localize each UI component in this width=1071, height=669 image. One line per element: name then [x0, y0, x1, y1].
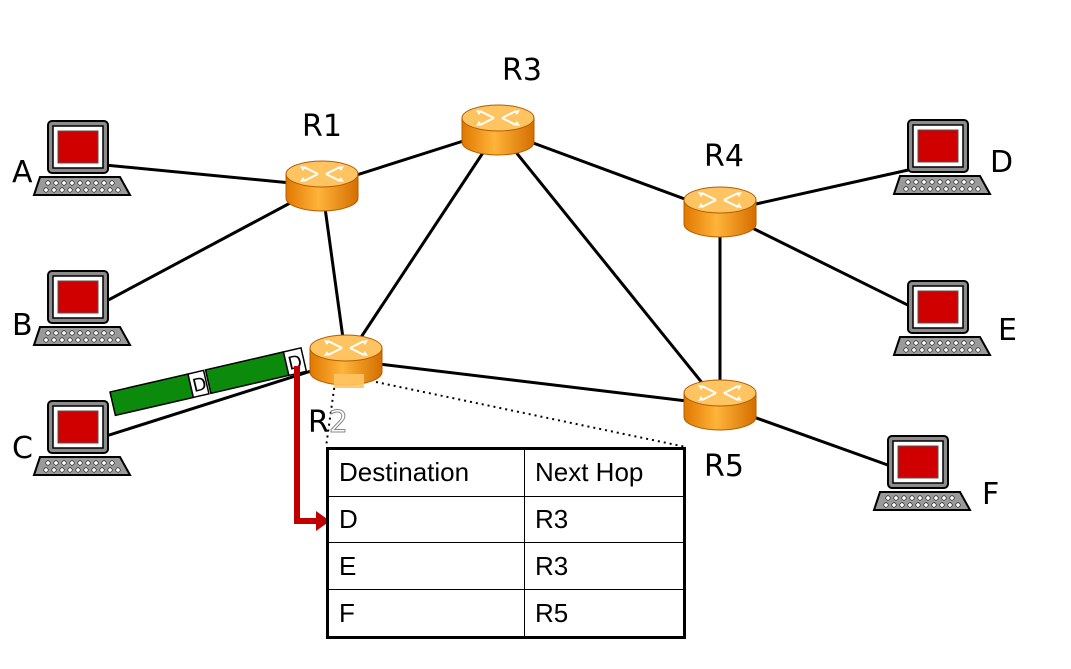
router-icon [461, 104, 535, 156]
lookup-arrow-head [316, 511, 330, 531]
router-table-highlight [334, 374, 364, 388]
host-b: B [12, 270, 131, 346]
host-e: E [893, 280, 1017, 356]
computer-icon [33, 120, 131, 196]
links-layer [83, 128, 945, 480]
host-d: D [893, 119, 1013, 195]
row-next-hop: R3 [524, 495, 685, 544]
host-label: E [998, 313, 1017, 348]
router-r5: R5 [683, 379, 757, 484]
routing-table-header: Destination Next Hop [327, 448, 685, 497]
router-r4: R4 [683, 139, 757, 238]
router-r3: R3 [461, 53, 542, 156]
host-label: F [982, 477, 999, 512]
link-r1-r2 [320, 185, 348, 361]
packet-dest-label-1: D [191, 373, 209, 397]
host-label: A [12, 155, 33, 190]
host-label: C [12, 431, 33, 466]
host-a: A [12, 120, 131, 196]
header-next-hop: Next Hop [524, 448, 685, 497]
router-icon [683, 186, 757, 238]
table-row: E R3 [327, 542, 685, 591]
header-destination: Destination [327, 448, 525, 497]
link-b-r1 [83, 184, 323, 315]
packet-header-1 [187, 369, 210, 399]
host-f: F [873, 435, 999, 512]
routing-table: Destination Next Hop D R3 E R3 F R5 [326, 447, 686, 639]
link-r2-r5 [345, 358, 721, 407]
router-r1: R1 [285, 109, 359, 212]
link-r3-r5 [496, 129, 722, 406]
computer-icon [893, 280, 991, 356]
row-next-hop: R3 [524, 542, 685, 591]
row-destination: E [327, 542, 525, 591]
host-c: C [12, 400, 131, 476]
host-label: B [12, 308, 33, 343]
row-next-hop: R5 [524, 589, 685, 638]
lookup-arrow [294, 366, 318, 524]
link-c-r2 [83, 358, 347, 445]
link-a-r1 [83, 161, 323, 188]
table-row: F R5 [327, 589, 685, 638]
link-r4-e [719, 210, 945, 325]
row-destination: D [327, 495, 525, 544]
router-icon [683, 379, 757, 431]
router-r2: R2 [308, 334, 383, 441]
router-icon [285, 160, 359, 212]
host-label: D [990, 145, 1013, 180]
router-label: R1 [302, 109, 342, 144]
callout-line-right [375, 381, 687, 448]
router-label: R3 [502, 53, 542, 88]
computer-icon [873, 435, 971, 511]
callout-line-left [325, 381, 336, 448]
link-r3-r4 [497, 128, 721, 214]
router-label: R2 [308, 405, 348, 440]
link-r2-r3 [344, 129, 500, 361]
table-row: D R3 [327, 495, 685, 544]
link-r4-d [719, 160, 945, 214]
router-label: R4 [704, 139, 744, 174]
packet-body-1 [109, 373, 195, 417]
packet-body-2 [204, 351, 290, 395]
router-label: R5 [704, 449, 744, 484]
computer-icon [33, 270, 131, 346]
row-destination: F [327, 589, 525, 638]
computer-icon [893, 119, 991, 195]
packet-group: D D [109, 347, 308, 417]
